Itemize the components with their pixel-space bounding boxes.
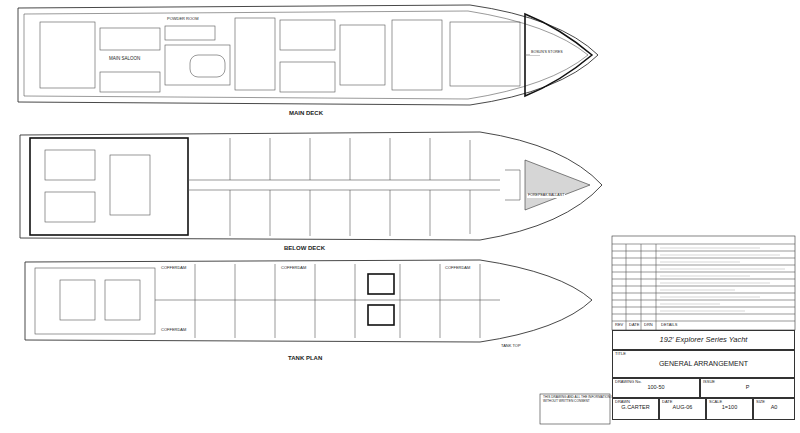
table-header: DATE bbox=[628, 323, 640, 327]
field-caption: SCALE bbox=[709, 400, 750, 404]
title-value: A0 bbox=[756, 404, 792, 410]
title-block-cell: DRAWNG.CARTER bbox=[612, 398, 659, 420]
title-block-cell: SIZEA0 bbox=[753, 398, 795, 420]
field-caption: DRAWING No. bbox=[615, 380, 697, 384]
room-label: COFFERDAM bbox=[444, 266, 471, 270]
title-value: GENERAL ARRANGEMENT bbox=[615, 360, 792, 368]
table-header: DRN bbox=[643, 323, 654, 327]
room-label: COFFERDAM bbox=[280, 266, 307, 270]
room-label: COFFERDAM bbox=[160, 328, 187, 332]
view-title: TANK PLAN bbox=[287, 355, 323, 362]
title-block-cell: DATEAUG-06 bbox=[659, 398, 706, 420]
table-header: DETAILS bbox=[660, 323, 678, 327]
title-value: P bbox=[703, 384, 792, 390]
room-label: POWDER ROOM bbox=[166, 17, 200, 21]
field-caption: ISSUE bbox=[703, 380, 792, 384]
field-caption: SIZE bbox=[756, 400, 792, 404]
room-label: MAIN SALOON bbox=[108, 57, 141, 62]
title-value: 100-50 bbox=[615, 384, 697, 390]
view-title: MAIN DECK bbox=[288, 110, 324, 117]
title-block-cell: 192' Explorer Series Yacht bbox=[612, 330, 795, 350]
room-label: COFFERDAM bbox=[160, 266, 187, 270]
room-label: BOSUN'S STORES bbox=[530, 51, 564, 55]
title-value: 192' Explorer Series Yacht bbox=[615, 336, 792, 344]
title-block-cell: DRAWING No.100-50 bbox=[612, 378, 700, 398]
field-caption: DRAWN bbox=[615, 400, 656, 404]
table-header: REV bbox=[614, 323, 624, 327]
field-caption: TITLE bbox=[615, 352, 792, 356]
room-label: TANK TOP bbox=[500, 344, 522, 348]
field-caption: DATE bbox=[662, 400, 703, 404]
title-block-cell: TITLE GENERAL ARRANGEMENT bbox=[612, 350, 795, 378]
view-title: BELOW DECK bbox=[283, 245, 326, 252]
title-block-cell: SCALE1=100 bbox=[706, 398, 753, 420]
title-block-cell: ISSUEP bbox=[700, 378, 795, 398]
room-label: FOREPEAK BALLAST bbox=[527, 194, 565, 198]
title-value: G.CARTER bbox=[615, 404, 656, 410]
title-value: AUG-06 bbox=[662, 404, 703, 410]
title-value: 1=100 bbox=[709, 404, 750, 410]
